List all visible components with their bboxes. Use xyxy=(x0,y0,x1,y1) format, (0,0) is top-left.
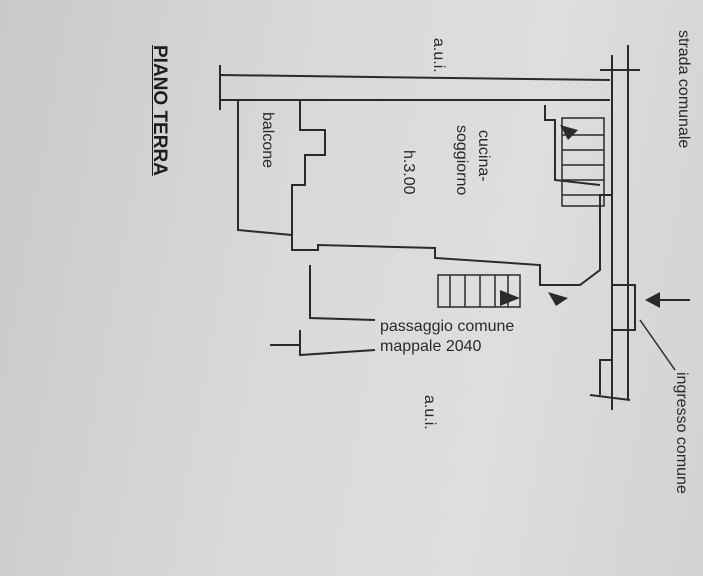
label-entrance: ingresso comune xyxy=(673,372,690,494)
label-aui-right: a.u.i. xyxy=(421,395,438,430)
label-balcony: balcone xyxy=(259,112,276,169)
balcony-outline xyxy=(237,100,293,236)
arrow-icon xyxy=(548,292,568,306)
boundary-line-top xyxy=(219,74,611,81)
label-aui-top: a.u.i. xyxy=(430,38,447,73)
label-kitchen-1: cucina- xyxy=(475,130,492,182)
arrow-icon xyxy=(500,290,520,306)
label-passage-2: mappale 2040 xyxy=(380,338,482,355)
arrows xyxy=(500,125,660,308)
label-street: strada comunale xyxy=(675,30,692,149)
passage-wall-top xyxy=(309,265,376,321)
kitchen-walls xyxy=(291,100,612,286)
arrow-icon xyxy=(560,125,578,140)
entrance-arrow-icon xyxy=(645,292,660,308)
stairs xyxy=(437,117,605,308)
label-height: h.3.00 xyxy=(400,150,417,195)
page-title: PIANO TERRA xyxy=(149,45,170,176)
label-passage-1: passaggio comune xyxy=(380,318,515,335)
entrance-leader-line xyxy=(639,319,676,371)
label-kitchen-2: soggiorno xyxy=(453,125,470,196)
